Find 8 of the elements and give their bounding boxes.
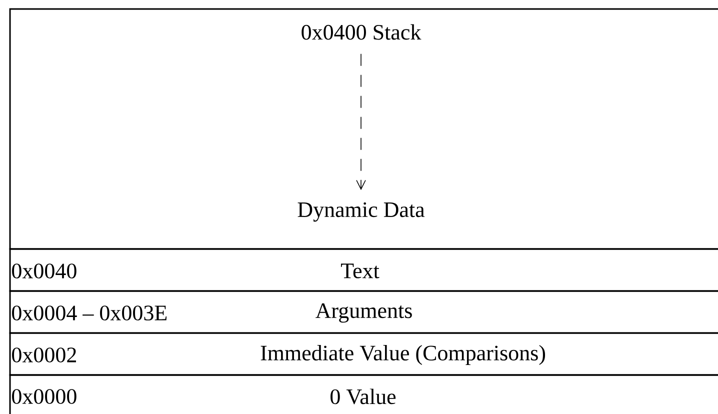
memory-label: 0x0400 Stack xyxy=(302,24,422,40)
table-row: 0x0002 Immediate Value (Comparisons) xyxy=(9,332,718,376)
table-row: 0x0040 Text xyxy=(9,248,718,292)
table-row: 0x0000 0 Value xyxy=(9,374,718,414)
table-row: 0x0004 – 0x003E Arguments xyxy=(9,290,718,334)
memory-label: Dynamic Data xyxy=(298,202,425,222)
dashed-arrow xyxy=(356,54,366,190)
memory-region xyxy=(9,8,718,250)
